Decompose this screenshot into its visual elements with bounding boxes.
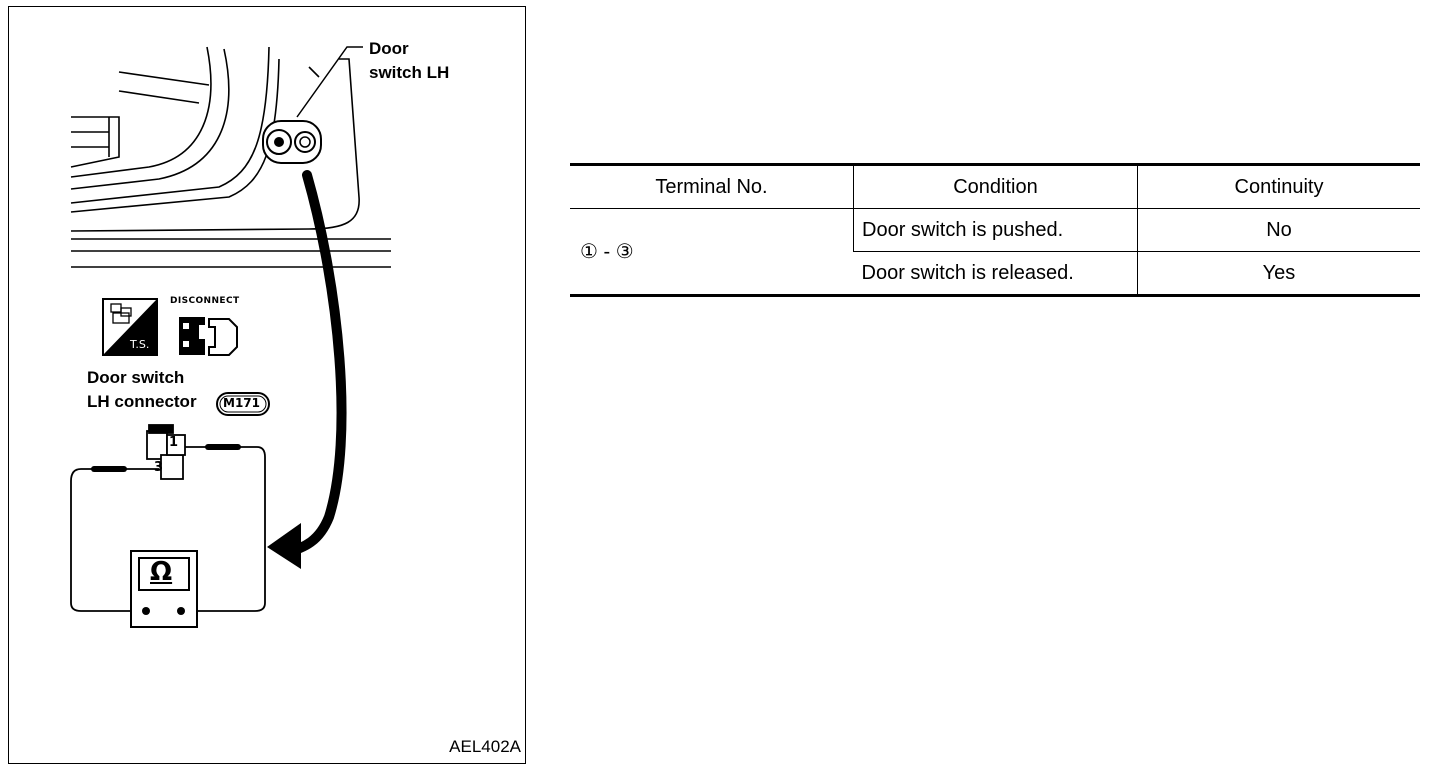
ts-label: T.S.	[130, 338, 150, 351]
diagram-figure: Door switch LH DISCONNECT T.S. Door swit…	[8, 6, 526, 764]
connector-code-badge	[216, 392, 270, 416]
ohm-symbol: Ω	[150, 557, 173, 587]
connector-label: Door switch LH connector	[87, 368, 197, 411]
table-row: ① - ③ Door switch is pushed. No	[570, 208, 1420, 297]
continuity-cell: Yes	[1137, 251, 1420, 297]
continuity-cell: No	[1137, 208, 1420, 252]
terminal-cell: ① - ③	[570, 208, 854, 297]
harness-connector	[146, 424, 186, 480]
condition-cell: Door switch is pushed.	[853, 208, 1138, 252]
disconnect-label: DISCONNECT	[170, 296, 240, 306]
pin-1-label: 1	[169, 435, 179, 450]
door-switch-illustration	[70, 46, 391, 628]
ts-badge-icon	[102, 298, 158, 356]
disconnect-connector-icon	[179, 317, 238, 356]
condition-cell: Door switch is released.	[853, 251, 1138, 297]
table-header-row: Terminal No. Condition Continuity	[570, 163, 1420, 209]
door-switch-label: Door switch LH	[369, 39, 450, 82]
probe-wires	[70, 446, 266, 612]
connector-code: M171	[223, 396, 260, 410]
ohmmeter-icon	[130, 550, 198, 628]
header-continuity: Continuity	[1137, 163, 1420, 209]
continuity-table: Terminal No. Condition Continuity ① - ③ …	[570, 163, 1420, 297]
table-row: Door switch is released. Yes	[570, 251, 1420, 297]
pin-3-label: 3	[154, 460, 164, 475]
header-terminal: Terminal No.	[570, 163, 854, 209]
door-switch-part	[262, 120, 322, 164]
door-body-lines	[70, 46, 391, 268]
header-condition: Condition	[853, 163, 1138, 209]
figure-code: AEL402A	[449, 737, 521, 756]
